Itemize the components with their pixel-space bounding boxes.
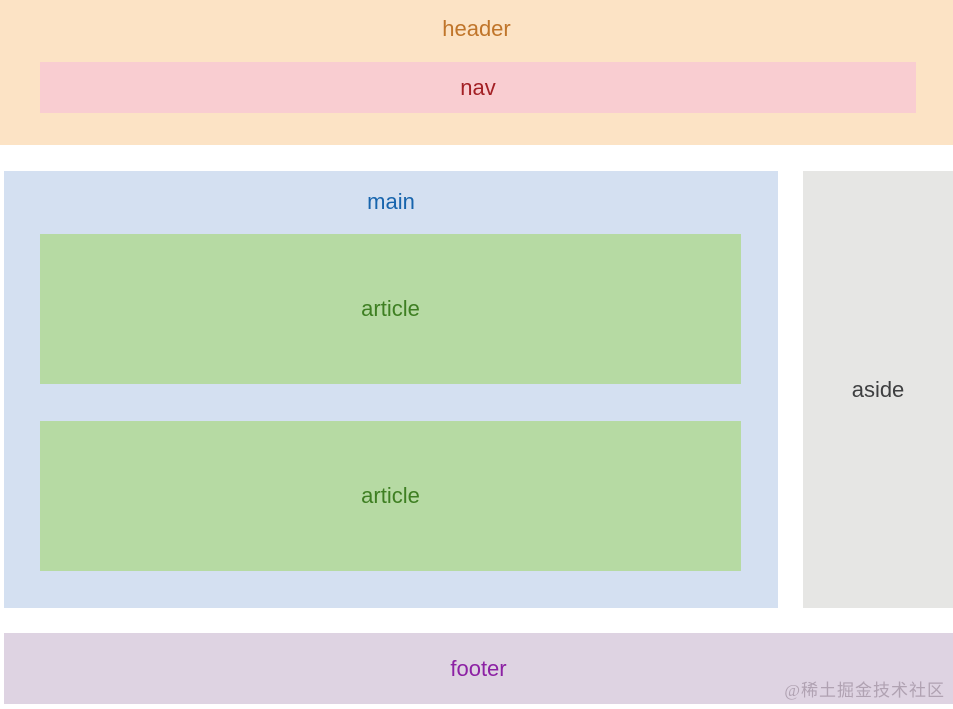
juejin-watermark: @稀土掘金技术社区 [784, 681, 945, 700]
nav-region: nav [40, 62, 916, 113]
main-region: main article article [4, 171, 778, 608]
header-region: header nav [0, 0, 953, 145]
header-region-label: header [442, 16, 511, 41]
aside-region: aside [803, 171, 953, 608]
footer-region: footer [4, 633, 953, 704]
nav-region-label: nav [460, 74, 496, 100]
article-region-2: article [40, 421, 741, 571]
aside-region-label: aside [851, 376, 905, 402]
article-region-1-label: article [361, 296, 420, 321]
footer-region-label: footer [450, 655, 507, 681]
main-region-label: main [367, 189, 415, 214]
article-region-1: article [40, 234, 741, 384]
article-region-2-label: article [361, 483, 420, 508]
